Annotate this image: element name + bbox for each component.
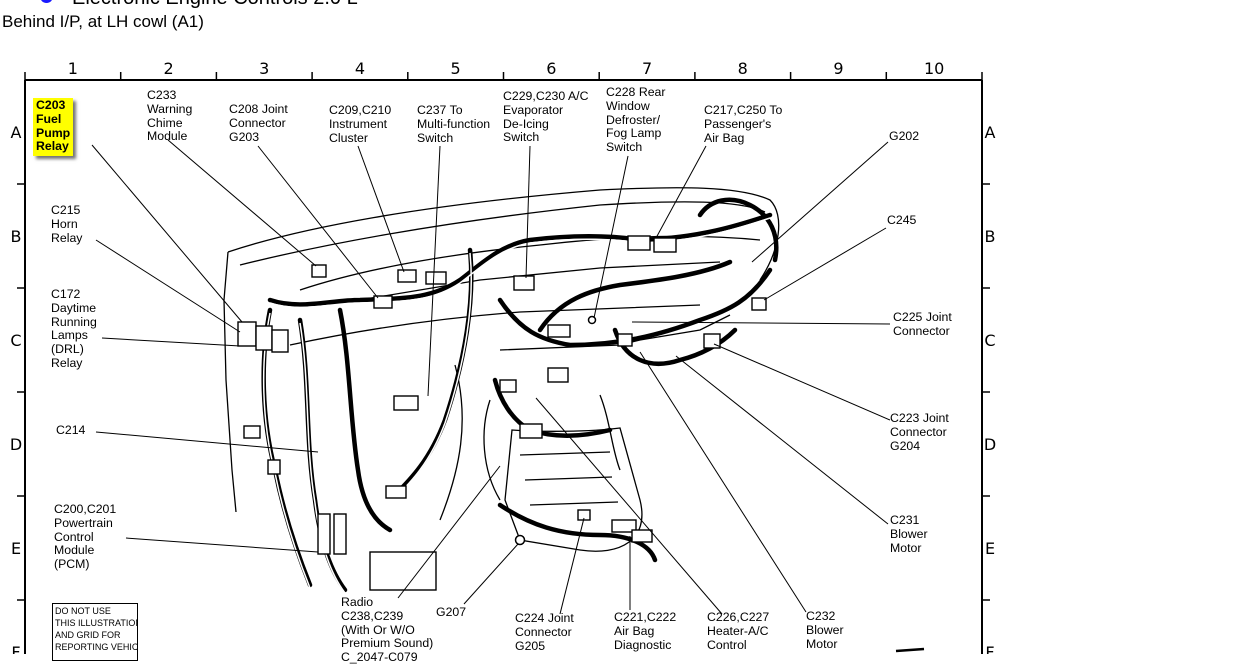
grid-row-label-right: D: [984, 435, 996, 454]
callout-c226: C226,C227 Heater-A/C Control: [707, 610, 770, 652]
connector-c217: [627, 235, 651, 251]
connector-relay-3: [271, 329, 289, 353]
grid-row-label-right: F: [985, 643, 994, 654]
grid-col-label: 5: [451, 59, 461, 78]
connector-c210: [425, 271, 447, 285]
grid-row-label-right: C: [984, 331, 995, 350]
callout-c228: C228 Rear Window Defroster/ Fog Lamp Swi…: [606, 85, 666, 155]
connector-d1: [267, 459, 281, 475]
callout-g202: G202: [889, 129, 920, 143]
leader-lines: [91, 139, 891, 615]
connector-e1: [385, 485, 407, 499]
connector-c208: [373, 295, 393, 309]
connector-relay-1: [237, 321, 257, 347]
callout-c231: C231 Blower Motor: [890, 513, 928, 555]
grid-col-label: 10: [924, 59, 944, 78]
usage-notice: DO NOT USE THIS ILLUSTRATION AND GRID FO…: [52, 603, 138, 661]
grid-row-label-left: D: [10, 435, 22, 454]
callout-c208: C208 Joint Connector G203: [229, 102, 288, 144]
connector-c7a: [499, 379, 517, 393]
connector-c200: [317, 513, 331, 555]
connector-c230: [547, 324, 571, 338]
grid-labels: 1 2 3 4 5 6 7 8 9 10A A B B C C D D E E F F: [10, 59, 996, 654]
connector-c209: [397, 269, 417, 283]
grid-col-label: 1: [68, 59, 78, 78]
grid-row-label-left: F: [11, 643, 20, 654]
callout-c232: C232 Blower Motor: [806, 609, 844, 651]
connector-c201: [333, 513, 347, 555]
callout-c223: C223 Joint Connector G204: [890, 411, 949, 453]
connector-c222: [631, 529, 653, 543]
callout-c209: C209,C210 Instrument Cluster: [329, 103, 392, 145]
callout-c224: C224 Joint Connector G205: [515, 611, 574, 653]
connector-c6b: [519, 423, 543, 439]
grid-row-label-right: B: [985, 227, 996, 246]
connectors: [237, 235, 767, 591]
connector-c233: [311, 264, 327, 278]
callout-c215: C215 Horn Relay: [51, 203, 83, 245]
connector-c250: [653, 237, 677, 253]
callout-c229: C229,C230 A/C Evaporator De-Icing Switch: [503, 89, 589, 145]
page-subtitle: Behind I/P, at LH cowl (A1): [2, 12, 204, 31]
grid-ticks: [17, 72, 990, 601]
ground-g-center: [587, 315, 597, 325]
grid-col-label: 8: [738, 59, 748, 78]
callout-c217: C217,C250 To Passenger's Air Bag: [704, 103, 783, 145]
header-bullet-icon: [40, 0, 53, 3]
grid-row-label-left: E: [11, 539, 21, 558]
connector-c237: [393, 395, 419, 411]
callout-c214: C214: [56, 423, 86, 437]
callout-radio: Radio C238,C239 (With Or W/O Premium Sou…: [341, 595, 434, 665]
grid-col-label: 4: [355, 59, 365, 78]
connector-c225: [617, 333, 633, 347]
grid-row-label-right: E: [985, 539, 995, 558]
grid-row-label-left: A: [11, 123, 22, 142]
connector-c245: [751, 297, 767, 311]
grid-col-label: 2: [163, 59, 173, 78]
connector-c6a: [547, 367, 569, 383]
callout-c237: C237 To Multi-function Switch: [417, 103, 491, 145]
callout-c225: C225 Joint Connector: [893, 310, 952, 338]
callout-c203: C203 Fuel Pump Relay: [33, 98, 74, 157]
page-title: Electronic Engine Controls 2.0 L: [72, 0, 358, 10]
grid-col-label: 7: [642, 59, 652, 78]
connector-relay-2: [255, 325, 273, 351]
callout-g207: G207: [436, 605, 467, 619]
callout-c172: C172 Daytime Running Lamps (DRL) Relay: [51, 287, 97, 370]
ground-g207: [514, 534, 526, 546]
corner-mark: [895, 647, 925, 653]
grid-col-label: 9: [833, 59, 843, 78]
callout-c221: C221,C222 Air Bag Diagnostic: [614, 610, 677, 652]
grid-row-label-left: C: [10, 331, 21, 350]
grid-row-label-right: A: [985, 123, 996, 142]
grid-row-label-left: B: [11, 227, 22, 246]
connector-c214: [243, 425, 261, 439]
connector-c229: [513, 275, 535, 291]
callout-c233: C233 Warning Chime Module: [147, 88, 193, 144]
callout-c200: C200,C201 Powertrain Control Module (PCM…: [54, 502, 117, 572]
radio-unit: [369, 551, 437, 591]
grid-col-label: 3: [259, 59, 269, 78]
callout-c245: C245: [887, 213, 917, 227]
grid-col-label: 6: [546, 59, 556, 78]
connector-c221: [611, 519, 637, 533]
